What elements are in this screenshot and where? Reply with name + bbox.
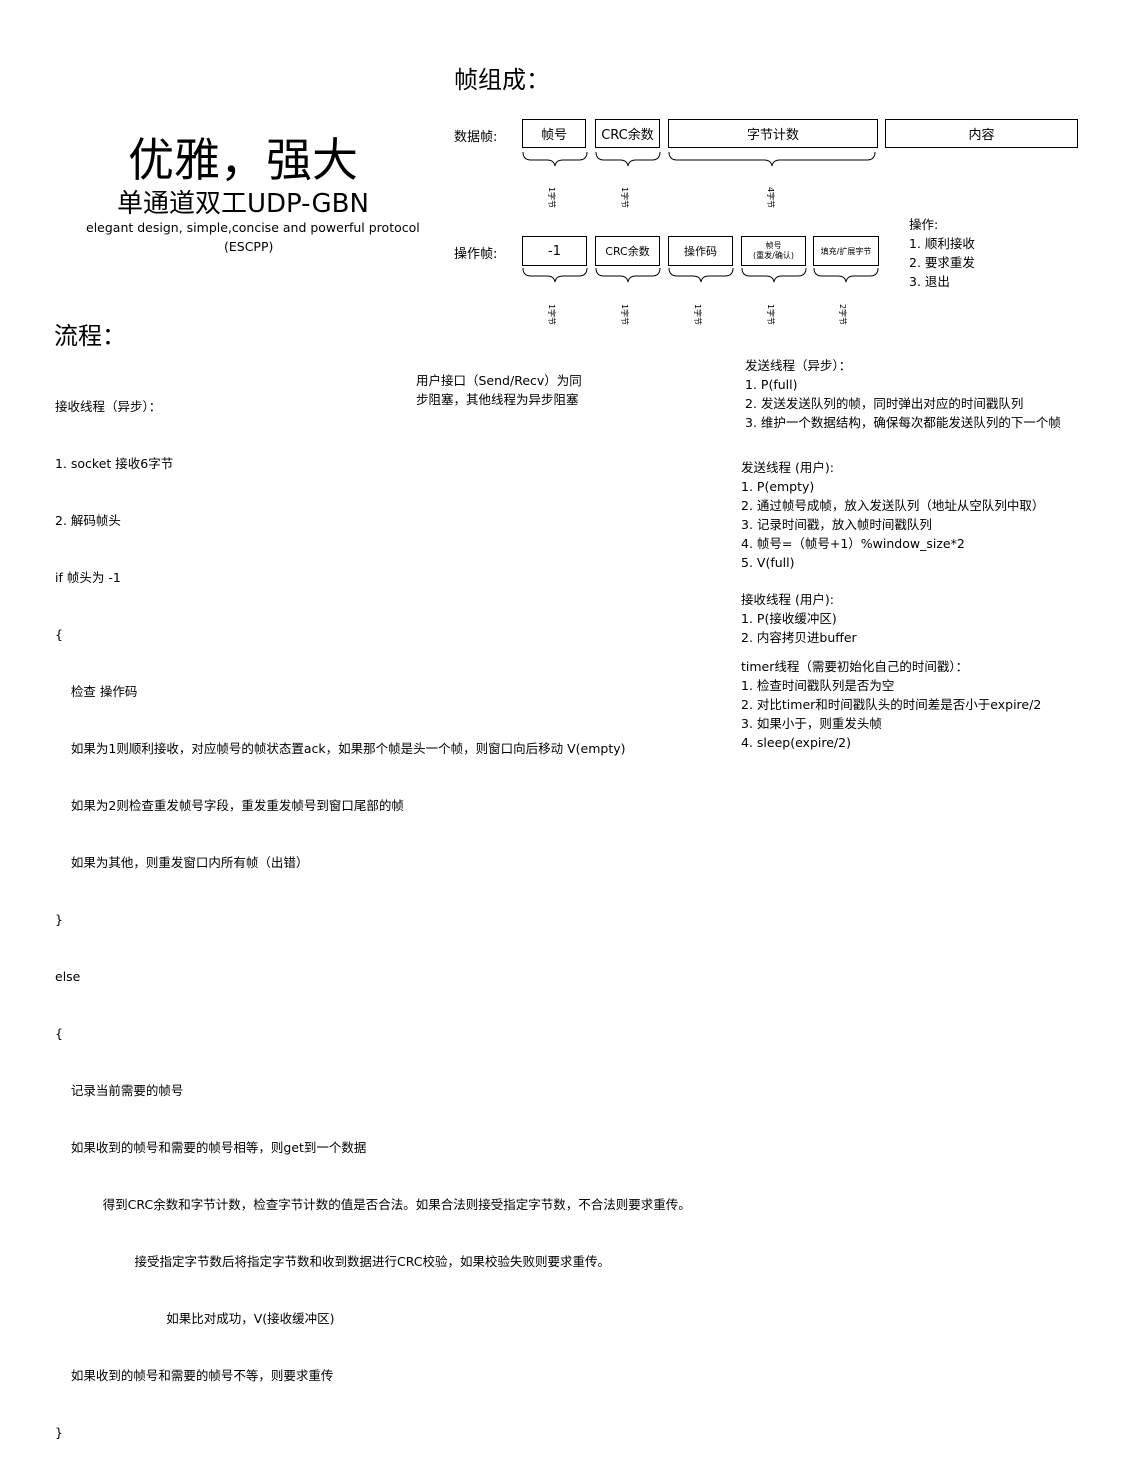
recv-async-line: 得到CRC余数和字节计数，检查字节计数的值是否合法。如果合法则接受指定字节数，不…: [55, 1197, 691, 1212]
send-user-line: 2. 通过帧号成帧，放入发送队列（地址从空队列中取）: [741, 498, 1045, 513]
recv-async-line: }: [55, 1425, 63, 1440]
op-field-frame-no: 帧号 (重发/确认): [741, 236, 806, 266]
recv-async-block: 接收线程（异步）： 1. socket 接收6字节 2. 解码帧头 if 帧头为…: [55, 359, 691, 1461]
recv-async-line: 如果比对成功，V(接收缓冲区): [55, 1311, 335, 1326]
title-abbreviation: (ESCPP): [224, 239, 274, 254]
main-title: 优雅，强大: [128, 133, 358, 187]
send-async-line: 2. 发送发送队列的帧，同时弹出对应的时间戳队列: [745, 396, 1024, 411]
op-field-frame-no-label: 帧号: [765, 241, 782, 250]
frame-heading: 帧组成：: [454, 66, 550, 94]
data-size-label-2: 1字节: [620, 186, 630, 209]
data-frame-label: 数据帧:: [454, 130, 498, 145]
send-async-line: 3. 维护一个数据结构，确保每次都能发送队列的下一个帧: [745, 415, 1061, 430]
send-user-line: 1. P(empty): [741, 479, 815, 494]
timer-line: 4. sleep(expire/2): [741, 735, 851, 750]
op-field-opcode: 操作码: [668, 236, 733, 266]
data-frame-braces: [522, 151, 879, 283]
recv-user-block: 接收线程 (用户): 1. P(接收缓冲区) 2. 内容拷贝进buffer: [741, 590, 857, 647]
recv-user-line: 1. P(接收缓冲区): [741, 611, 837, 626]
recv-async-line: {: [55, 1026, 63, 1041]
recv-async-line: 接收线程（异步）：: [55, 399, 162, 414]
data-field-byte-count: 字节计数: [668, 119, 878, 148]
timer-line: 3. 如果小于，则重发头帧: [741, 716, 882, 731]
subtitle: 单通道双工UDP-GBN: [117, 189, 369, 219]
data-field-content: 内容: [885, 119, 1078, 148]
send-async-line: 发送线程（异步）：: [745, 358, 852, 373]
send-user-line: 5. V(full): [741, 555, 795, 570]
ops-title: 操作:: [909, 217, 939, 232]
op-field-frame-no-sub: (重发/确认): [753, 251, 794, 260]
recv-async-line: 如果为2则检查重发帧号字段，重发重发帧号到窗口尾部的帧: [55, 798, 404, 813]
recv-async-line: 如果收到的帧号和需要的帧号不等，则要求重传: [55, 1368, 334, 1383]
data-size-label-1: 1字节: [547, 186, 557, 209]
ops-item: 3. 退出: [909, 274, 950, 289]
recv-user-line: 2. 内容拷贝进buffer: [741, 630, 857, 645]
recv-user-line: 接收线程 (用户):: [741, 592, 834, 607]
send-user-line: 发送线程 (用户):: [741, 460, 834, 475]
op-field-crc: CRC余数: [595, 236, 660, 266]
timer-line: 1. 检查时间戳队列是否为空: [741, 678, 895, 693]
recv-async-line: if 帧头为 -1: [55, 570, 121, 585]
user-api-note: 用户接口（Send/Recv）为同 步阻塞，其他线程为异步阻塞: [416, 371, 582, 409]
recv-async-line: 如果为其他，则重发窗口内所有帧（出错）: [55, 855, 309, 870]
send-async-block: 发送线程（异步）： 1. P(full) 2. 发送发送队列的帧，同时弹出对应的…: [745, 356, 1061, 432]
ops-list: 操作: 1. 顺利接收 2. 要求重发 3. 退出: [909, 215, 975, 291]
recv-async-line: 接受指定字节数后将指定字节数和收到数据进行CRC校验，如果校验失败则要求重传。: [55, 1254, 610, 1269]
timer-block: timer线程（需要初始化自己的时间戳）： 1. 检查时间戳队列是否为空 2. …: [741, 657, 1041, 752]
recv-async-line: 1. socket 接收6字节: [55, 456, 174, 471]
ops-item: 2. 要求重发: [909, 255, 975, 270]
recv-async-line: 检查 操作码: [55, 684, 138, 699]
send-user-line: 4. 帧号=（帧号+1）%window_size*2: [741, 536, 965, 551]
user-api-line: 用户接口（Send/Recv）为同: [416, 373, 582, 388]
recv-async-line: 记录当前需要的帧号: [55, 1083, 184, 1098]
data-field-crc: CRC余数: [595, 119, 660, 148]
op-size-label-4: 1字节: [766, 303, 776, 326]
send-user-line: 3. 记录时间戳，放入帧时间戳队列: [741, 517, 932, 532]
recv-async-line: 如果为1则顺利接收，对应帧号的帧状态置ack，如果那个帧是头一个帧，则窗口向后移…: [55, 741, 626, 756]
op-frame-label: 操作帧:: [454, 247, 498, 262]
op-size-label-3: 1字节: [693, 303, 703, 326]
recv-async-line: {: [55, 627, 63, 642]
op-field-padding: 填充/扩展字节: [813, 236, 879, 266]
op-field-minus-one: -1: [522, 236, 587, 266]
recv-async-line: else: [55, 969, 81, 984]
title-description: elegant design, simple,concise and power…: [86, 220, 420, 235]
flow-heading: 流程：: [54, 322, 126, 350]
data-size-label-3: 4字节: [766, 186, 776, 209]
recv-async-line: 如果收到的帧号和需要的帧号相等，则get到一个数据: [55, 1140, 367, 1155]
recv-async-line: }: [55, 912, 63, 927]
op-size-label-5: 2字节: [838, 303, 848, 326]
recv-async-line: 2. 解码帧头: [55, 513, 121, 528]
op-size-label-2: 1字节: [620, 303, 630, 326]
send-async-line: 1. P(full): [745, 377, 798, 392]
op-size-label-1: 1字节: [547, 303, 557, 326]
user-api-line: 步阻塞，其他线程为异步阻塞: [416, 392, 579, 407]
ops-item: 1. 顺利接收: [909, 236, 975, 251]
timer-line: 2. 对比timer和时间戳队头的时间差是否小于expire/2: [741, 697, 1042, 712]
timer-line: timer线程（需要初始化自己的时间戳）：: [741, 659, 969, 674]
data-field-frame-no: 帧号: [522, 119, 586, 148]
send-user-block: 发送线程 (用户): 1. P(empty) 2. 通过帧号成帧，放入发送队列（…: [741, 458, 1044, 572]
